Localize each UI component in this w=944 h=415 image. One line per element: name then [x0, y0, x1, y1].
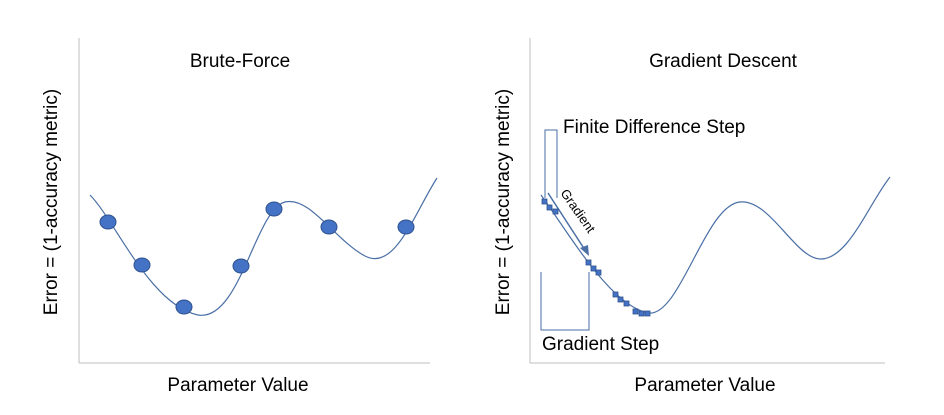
right-error-curve [540, 176, 891, 314]
step-marker [623, 300, 630, 307]
gradient-step-label: Gradient Step [542, 334, 659, 355]
left-error-curve [89, 177, 438, 316]
step-marker [546, 204, 553, 211]
step-marker [612, 291, 619, 298]
brute-force-samples [99, 201, 415, 315]
step-marker [632, 308, 639, 315]
step-marker [638, 310, 645, 317]
brute-force-panel: Brute-Force Error = (1-accuracy metric) … [41, 38, 438, 396]
step-marker [644, 310, 651, 317]
left-title: Brute-Force [190, 51, 290, 72]
left-x-label: Parameter Value [167, 375, 308, 396]
descent-steps [541, 198, 651, 317]
step-marker [585, 259, 592, 266]
left-y-label: Error = (1-accuracy metric) [41, 89, 62, 315]
right-title: Gradient Descent [649, 51, 798, 72]
step-marker [541, 198, 548, 205]
sample-point [320, 219, 338, 235]
right-y-label: Error = (1-accuracy metric) [493, 89, 514, 315]
sample-point [232, 258, 250, 274]
finite-difference-label: Finite Difference Step [563, 117, 745, 138]
finite-difference-bracket [544, 129, 558, 198]
sample-point [397, 219, 415, 235]
gradient-step-bracket [540, 272, 590, 331]
step-marker [552, 208, 559, 215]
sample-point [175, 299, 193, 315]
step-marker [595, 269, 602, 276]
step-marker [617, 296, 624, 303]
gradient-descent-panel: Gradient Descent Finite Difference Step … [493, 38, 891, 396]
gradient-arrowhead [580, 245, 589, 256]
step-marker [590, 265, 597, 272]
right-x-label: Parameter Value [634, 375, 775, 396]
sample-point [99, 214, 117, 230]
gradient-arrow [547, 192, 586, 251]
sample-point [265, 201, 283, 217]
sample-point [133, 257, 151, 273]
